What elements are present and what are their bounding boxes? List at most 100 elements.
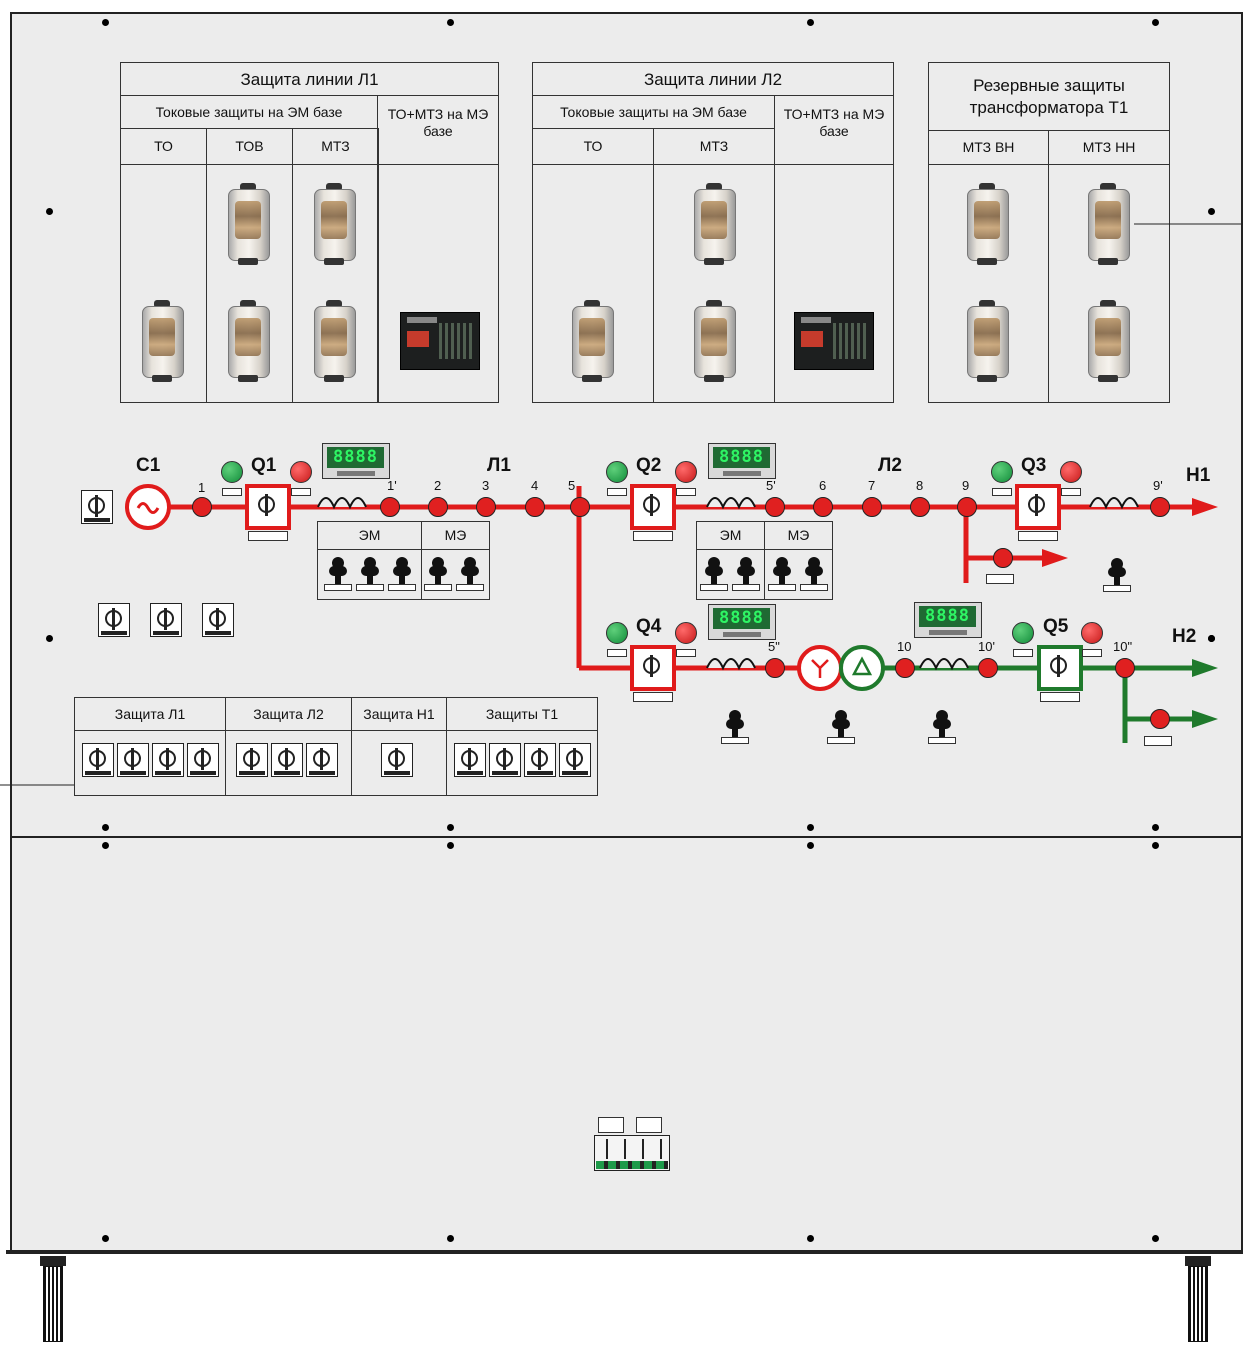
node-1p xyxy=(380,497,400,517)
breaker-tag xyxy=(248,531,288,541)
off-lamp-q3 xyxy=(1060,461,1082,483)
switch-group-l1: Защита Л1 xyxy=(74,697,226,731)
power-circuit-breakers[interactable] xyxy=(594,1117,670,1171)
microprocessor-relay-l1 xyxy=(400,312,480,370)
panel-bolt xyxy=(1152,842,1159,849)
load-label-h2: Н2 xyxy=(1172,626,1197,647)
col-mtz: МТЗ xyxy=(653,128,775,165)
relay-mtz-nn-bottom xyxy=(1084,300,1132,382)
col-mtz: МТЗ xyxy=(292,128,379,165)
node-branch-9 xyxy=(993,548,1013,568)
panel-bolt xyxy=(447,824,454,831)
line-label-l1: Л1 xyxy=(487,455,511,476)
breaker-switch[interactable] xyxy=(637,651,669,685)
ammeter-display-t1: 8888 xyxy=(914,602,982,638)
generator-switch[interactable] xyxy=(81,490,113,524)
test-jack[interactable] xyxy=(456,557,484,591)
breaker-tag xyxy=(1040,692,1080,702)
protection-switch[interactable] xyxy=(152,743,184,777)
breaker-q2[interactable] xyxy=(630,484,676,530)
breaker-q5[interactable] xyxy=(1037,645,1083,691)
protection-switch[interactable] xyxy=(306,743,338,777)
node-8 xyxy=(910,497,930,517)
protection-switch[interactable] xyxy=(236,743,268,777)
node-6 xyxy=(813,497,833,517)
node-label: 7 xyxy=(868,478,876,493)
mode-switch[interactable] xyxy=(98,603,130,637)
protection-switch[interactable] xyxy=(454,743,486,777)
protection-switch[interactable] xyxy=(187,743,219,777)
display-readout: 8888 xyxy=(713,447,770,468)
protection-switch[interactable] xyxy=(489,743,521,777)
test-jack[interactable] xyxy=(928,710,956,744)
caster-right xyxy=(1185,1256,1211,1342)
me-header: ТО+МТЗ на МЭ базе xyxy=(377,95,499,165)
protection-switch[interactable] xyxy=(559,743,591,777)
breaker-switch[interactable] xyxy=(1044,651,1076,685)
panel-bolt xyxy=(807,842,814,849)
breaker-switch[interactable] xyxy=(1022,490,1054,524)
panel-bolt xyxy=(447,1235,454,1242)
load-label-h1: Н1 xyxy=(1186,465,1211,486)
test-jack[interactable] xyxy=(388,557,416,591)
jack-group-me: МЭ xyxy=(421,521,490,550)
table-title: Резервные защиты трансформатора Т1 xyxy=(928,62,1170,131)
test-jack[interactable] xyxy=(768,557,796,591)
breaker-label-q4: Q4 xyxy=(636,616,662,637)
test-jack[interactable] xyxy=(721,710,749,744)
protection-switch[interactable] xyxy=(381,743,413,777)
test-jack[interactable] xyxy=(732,557,760,591)
breaker-switch[interactable] xyxy=(252,490,284,524)
panel-bolt xyxy=(102,1235,109,1242)
breaker-switch[interactable] xyxy=(637,490,669,524)
breaker-q3[interactable] xyxy=(1015,484,1061,530)
mode-switch[interactable] xyxy=(150,603,182,637)
protection-switch[interactable] xyxy=(271,743,303,777)
switch-group-t1: Защиты Т1 xyxy=(446,697,598,731)
node-label: 9 xyxy=(962,478,970,493)
base-rail xyxy=(6,1250,1243,1254)
ammeter-display-l1: 8888 xyxy=(322,443,390,479)
relay-mtz-nn-top xyxy=(1084,183,1132,265)
node-5pp xyxy=(765,658,785,678)
panel-bolt xyxy=(1152,824,1159,831)
mode-switch[interactable] xyxy=(202,603,234,637)
node-label: 9' xyxy=(1153,478,1163,493)
protection-switch[interactable] xyxy=(524,743,556,777)
off-lamp-q2 xyxy=(675,461,697,483)
node-5p xyxy=(765,497,785,517)
test-jack[interactable] xyxy=(356,557,384,591)
breaker-q1[interactable] xyxy=(245,484,291,530)
em-header: Токовые защиты на ЭМ базе xyxy=(532,95,775,129)
protection-switch-table: Защита Л1 Защита Л2 Защита Н1 Защиты Т1 xyxy=(74,697,598,796)
breaker-label-q1: Q1 xyxy=(251,455,277,476)
protection-switch[interactable] xyxy=(117,743,149,777)
on-lamp-q2 xyxy=(606,461,628,483)
col-mtz-nn: МТЗ НН xyxy=(1048,130,1170,165)
test-jack[interactable] xyxy=(827,710,855,744)
lamp-tag xyxy=(222,488,242,496)
relay-mtz-l1-bottom xyxy=(310,300,358,382)
on-lamp-q1 xyxy=(221,461,243,483)
lamp-tag xyxy=(992,488,1012,496)
node-branch-10 xyxy=(1150,709,1170,729)
node-10 xyxy=(895,658,915,678)
panel-bolt xyxy=(1152,19,1159,26)
test-jack[interactable] xyxy=(700,557,728,591)
breaker-tag xyxy=(633,692,673,702)
protection-switch[interactable] xyxy=(82,743,114,777)
test-jack[interactable] xyxy=(1103,558,1131,592)
test-jack[interactable] xyxy=(324,557,352,591)
switch-group-h1: Защита Н1 xyxy=(351,697,447,731)
em-header: Токовые защиты на ЭМ базе xyxy=(120,95,378,129)
ammeter-display-q4: 8888 xyxy=(708,604,776,640)
test-jack[interactable] xyxy=(800,557,828,591)
node-3 xyxy=(476,497,496,517)
breaker-q4[interactable] xyxy=(630,645,676,691)
table-title: Защита линии Л2 xyxy=(532,62,894,96)
on-lamp-q5 xyxy=(1012,622,1034,644)
lamp-tag xyxy=(291,488,311,496)
lamp-tag xyxy=(676,488,696,496)
on-lamp-q4 xyxy=(606,622,628,644)
test-jack[interactable] xyxy=(424,557,452,591)
